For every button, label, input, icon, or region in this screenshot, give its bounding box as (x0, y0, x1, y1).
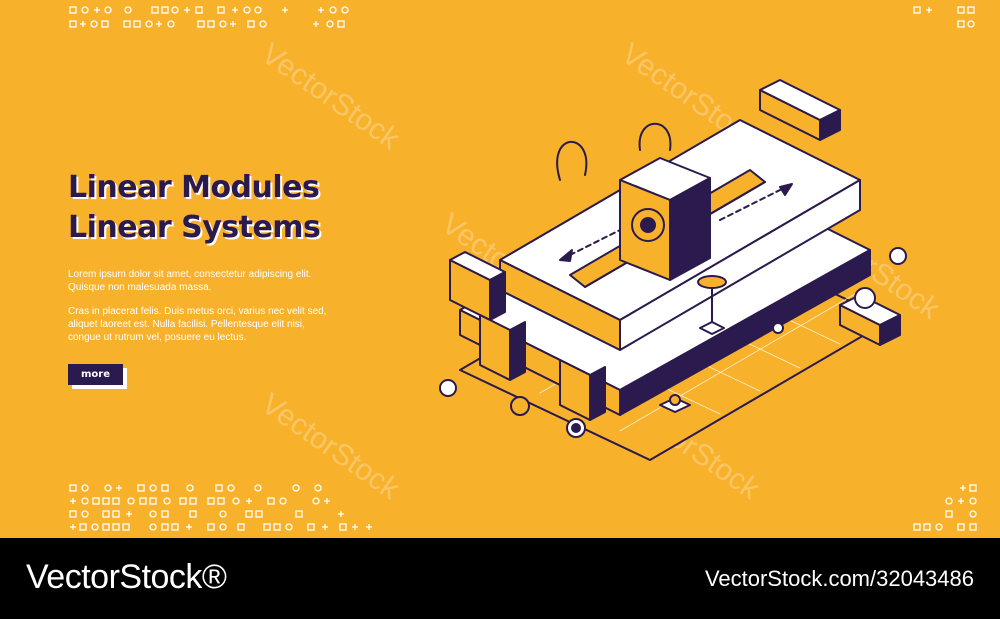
landing-banner: VectorStock VectorStock VectorStock Vect… (0, 0, 1000, 538)
geometric-pattern-icon (913, 6, 975, 28)
body-paragraph: Cras in placerat felis. Duis metus orci,… (68, 306, 327, 343)
more-button[interactable]: more (68, 364, 123, 385)
page-title: Linear Modules Linear Systems (68, 168, 321, 248)
geometric-pattern-icon (69, 6, 349, 28)
watermark-footer: VectorStock® VectorStock.com/32043486 (0, 538, 1000, 619)
intro-paragraph: Lorem ipsum dolor sit amet, consectetur … (68, 269, 312, 293)
headline-line-2: Linear Systems (68, 210, 321, 245)
watermark: VectorStock (255, 37, 406, 157)
linear-module-machine-icon (439, 79, 907, 461)
vectorstock-logo: VectorStock® (26, 558, 227, 596)
geometric-pattern-icon (69, 484, 372, 531)
headline-line-1: Linear Modules (68, 170, 320, 205)
image-id-label: VectorStock.com/32043486 (704, 566, 974, 591)
geometric-pattern-icon (913, 484, 977, 531)
